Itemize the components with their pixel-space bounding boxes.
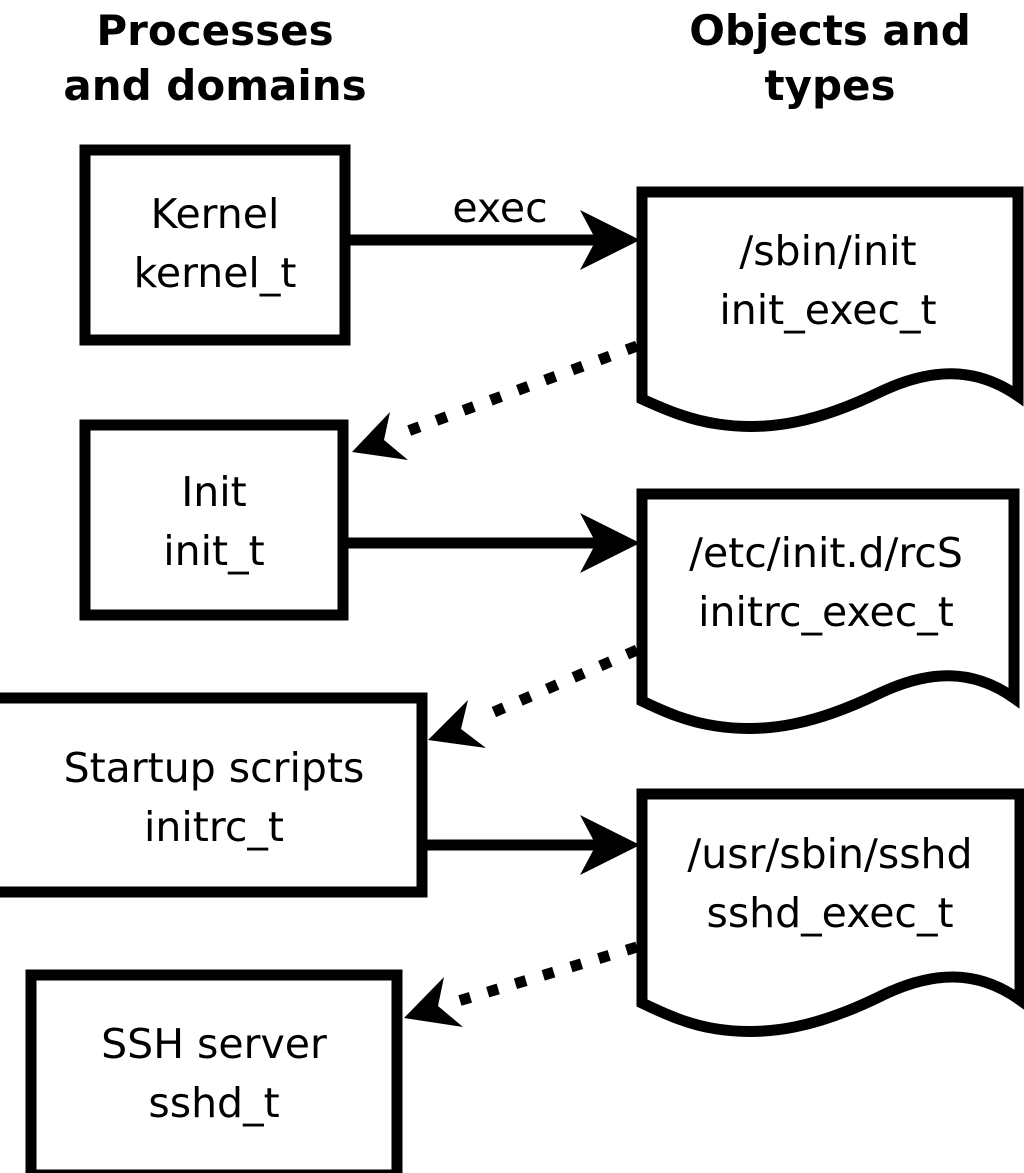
arrowhead-left-icon bbox=[404, 977, 463, 1027]
node-init-exec[interactable]: /sbin/init init_exec_t bbox=[636, 186, 1024, 433]
arrowhead-left-icon bbox=[352, 412, 408, 460]
node-ssh-server-box[interactable] bbox=[25, 969, 403, 1173]
node-init-line2: init_t bbox=[163, 527, 264, 575]
node-init-exec-line2: init_exec_t bbox=[719, 286, 936, 334]
node-sshd-exec-line1: /usr/sbin/sshd bbox=[687, 830, 972, 878]
node-init[interactable]: Init init_t bbox=[79, 419, 349, 621]
edge-sshd-exec-to-sshd bbox=[404, 941, 639, 1027]
node-sshd-exec-document[interactable] bbox=[636, 788, 1024, 1038]
node-kernel[interactable]: Kernel kernel_t bbox=[79, 144, 351, 346]
node-initrc-exec-line1: /etc/init.d/rcS bbox=[689, 529, 963, 577]
node-kernel-line1: Kernel bbox=[151, 190, 280, 238]
node-init-line1: Init bbox=[181, 468, 247, 516]
node-sshd-exec-line2: sshd_exec_t bbox=[706, 889, 953, 937]
node-initrc-exec-document[interactable] bbox=[636, 488, 1020, 735]
node-ssh-server[interactable]: SSH server sshd_t bbox=[25, 969, 403, 1173]
arrowhead-right-icon bbox=[580, 210, 640, 270]
node-ssh-server-line2: sshd_t bbox=[148, 1079, 279, 1127]
edge-init-to-initrc-exec bbox=[348, 513, 640, 573]
node-startup-scripts[interactable]: Startup scripts initrc_t bbox=[0, 692, 428, 898]
header-objects-line1: Objects and bbox=[689, 6, 971, 55]
node-startup-scripts-box[interactable] bbox=[0, 692, 428, 898]
node-startup-scripts-line1: Startup scripts bbox=[64, 744, 365, 792]
node-init-box[interactable] bbox=[79, 419, 349, 621]
node-ssh-server-line1: SSH server bbox=[101, 1020, 327, 1068]
node-init-exec-line1: /sbin/init bbox=[739, 227, 916, 275]
header-objects-line2: types bbox=[764, 61, 895, 110]
node-initrc-exec[interactable]: /etc/init.d/rcS initrc_exec_t bbox=[636, 488, 1020, 735]
edge-initrc-exec-to-initrc bbox=[428, 644, 640, 748]
node-init-exec-document[interactable] bbox=[636, 186, 1024, 433]
arrowhead-right-icon bbox=[580, 513, 640, 573]
edge-initrc-to-sshd-exec bbox=[427, 815, 640, 875]
header-processes-line2: and domains bbox=[63, 61, 366, 110]
edge-line-init-exec-to-init bbox=[398, 340, 639, 440]
header-processes-line1: Processes bbox=[96, 6, 333, 55]
node-kernel-box[interactable] bbox=[79, 144, 351, 346]
column-header-objects: Objects and types bbox=[689, 6, 971, 110]
node-startup-scripts-line2: initrc_t bbox=[144, 803, 284, 851]
arrowhead-right-icon bbox=[580, 815, 640, 875]
node-initrc-exec-line2: initrc_exec_t bbox=[698, 588, 954, 636]
edge-line-initrc-exec-to-initrc bbox=[475, 644, 640, 725]
column-header-processes: Processes and domains bbox=[63, 6, 366, 110]
edge-line-sshd-exec-to-sshd bbox=[453, 941, 639, 1008]
arrowhead-left-icon bbox=[428, 700, 486, 748]
edge-label-exec: exec bbox=[452, 184, 547, 232]
edge-init-exec-to-init bbox=[352, 340, 639, 460]
node-sshd-exec[interactable]: /usr/sbin/sshd sshd_exec_t bbox=[636, 788, 1024, 1038]
edge-kernel-to-init-exec: exec bbox=[350, 184, 640, 270]
node-kernel-line2: kernel_t bbox=[134, 249, 297, 297]
